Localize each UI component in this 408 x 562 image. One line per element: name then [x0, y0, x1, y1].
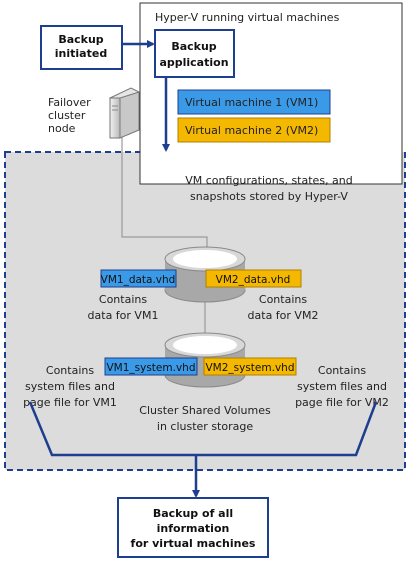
- vm1-system-file: [104, 357, 198, 376]
- stored-text-1: VM configurations, states, and: [185, 174, 353, 187]
- vm2-system-label: VM2_system.vhd: [205, 362, 294, 374]
- vm1-box: [177, 89, 331, 115]
- vm1-data-desc-1: Contains: [99, 293, 147, 306]
- vm1-data-file: [100, 269, 177, 288]
- vm2-system-desc-3: page file for VM2: [295, 396, 389, 409]
- backup-application-box: [154, 29, 235, 78]
- hyperv-title: Hyper-V running virtual machines: [155, 11, 340, 24]
- stored-text-2: snapshots stored by Hyper-V: [190, 190, 348, 203]
- node-label-3: node: [48, 122, 76, 135]
- node-label-2: cluster: [48, 109, 86, 122]
- vm1-data-desc-2: data for VM1: [88, 309, 159, 322]
- vm1-system-label: VM1_system.vhd: [106, 362, 195, 374]
- backup-result-box: [117, 497, 269, 558]
- node-label-1: Failover: [48, 96, 91, 109]
- backup-application-line-1: Backup: [171, 40, 216, 53]
- vm2-system-desc-1: Contains: [318, 364, 366, 377]
- vm2-system-desc-2: system files and: [297, 380, 387, 393]
- csv-label-1: Cluster Shared Volumes: [139, 404, 271, 417]
- vm2-data-file: [205, 269, 302, 288]
- backup-initiated-box: [40, 25, 123, 70]
- server-icon: [108, 87, 141, 139]
- vm2-data-desc-2: data for VM2: [248, 309, 319, 322]
- node-to-storage-line: [121, 125, 208, 253]
- vm1-label: Virtual machine 1 (VM1): [185, 96, 318, 109]
- backup-initiated-line-2: initiated: [55, 47, 107, 60]
- backup-application-line-2: application: [159, 56, 228, 69]
- vm2-box: [177, 117, 331, 143]
- vm2-data-label: VM2_data.vhd: [216, 274, 291, 286]
- backup-result-line-1: Backup of all: [153, 507, 233, 520]
- vm1-system-desc-2: system files and: [25, 380, 115, 393]
- storage-bracket: [28, 401, 378, 457]
- backup-result-line-2: information: [157, 522, 230, 535]
- csv-label-2: in cluster storage: [157, 420, 253, 433]
- vm1-data-label: VM1_data.vhd: [101, 274, 176, 286]
- vm2-label: Virtual machine 2 (VM2): [185, 124, 318, 137]
- vm1-system-desc-1: Contains: [46, 364, 94, 377]
- backup-result-line-3: for virtual machines: [131, 537, 256, 550]
- vm1-system-desc-3: page file for VM1: [23, 396, 117, 409]
- vm2-data-desc-1: Contains: [259, 293, 307, 306]
- backup-initiated-line-1: Backup: [58, 33, 103, 46]
- vm2-system-file: [203, 357, 297, 376]
